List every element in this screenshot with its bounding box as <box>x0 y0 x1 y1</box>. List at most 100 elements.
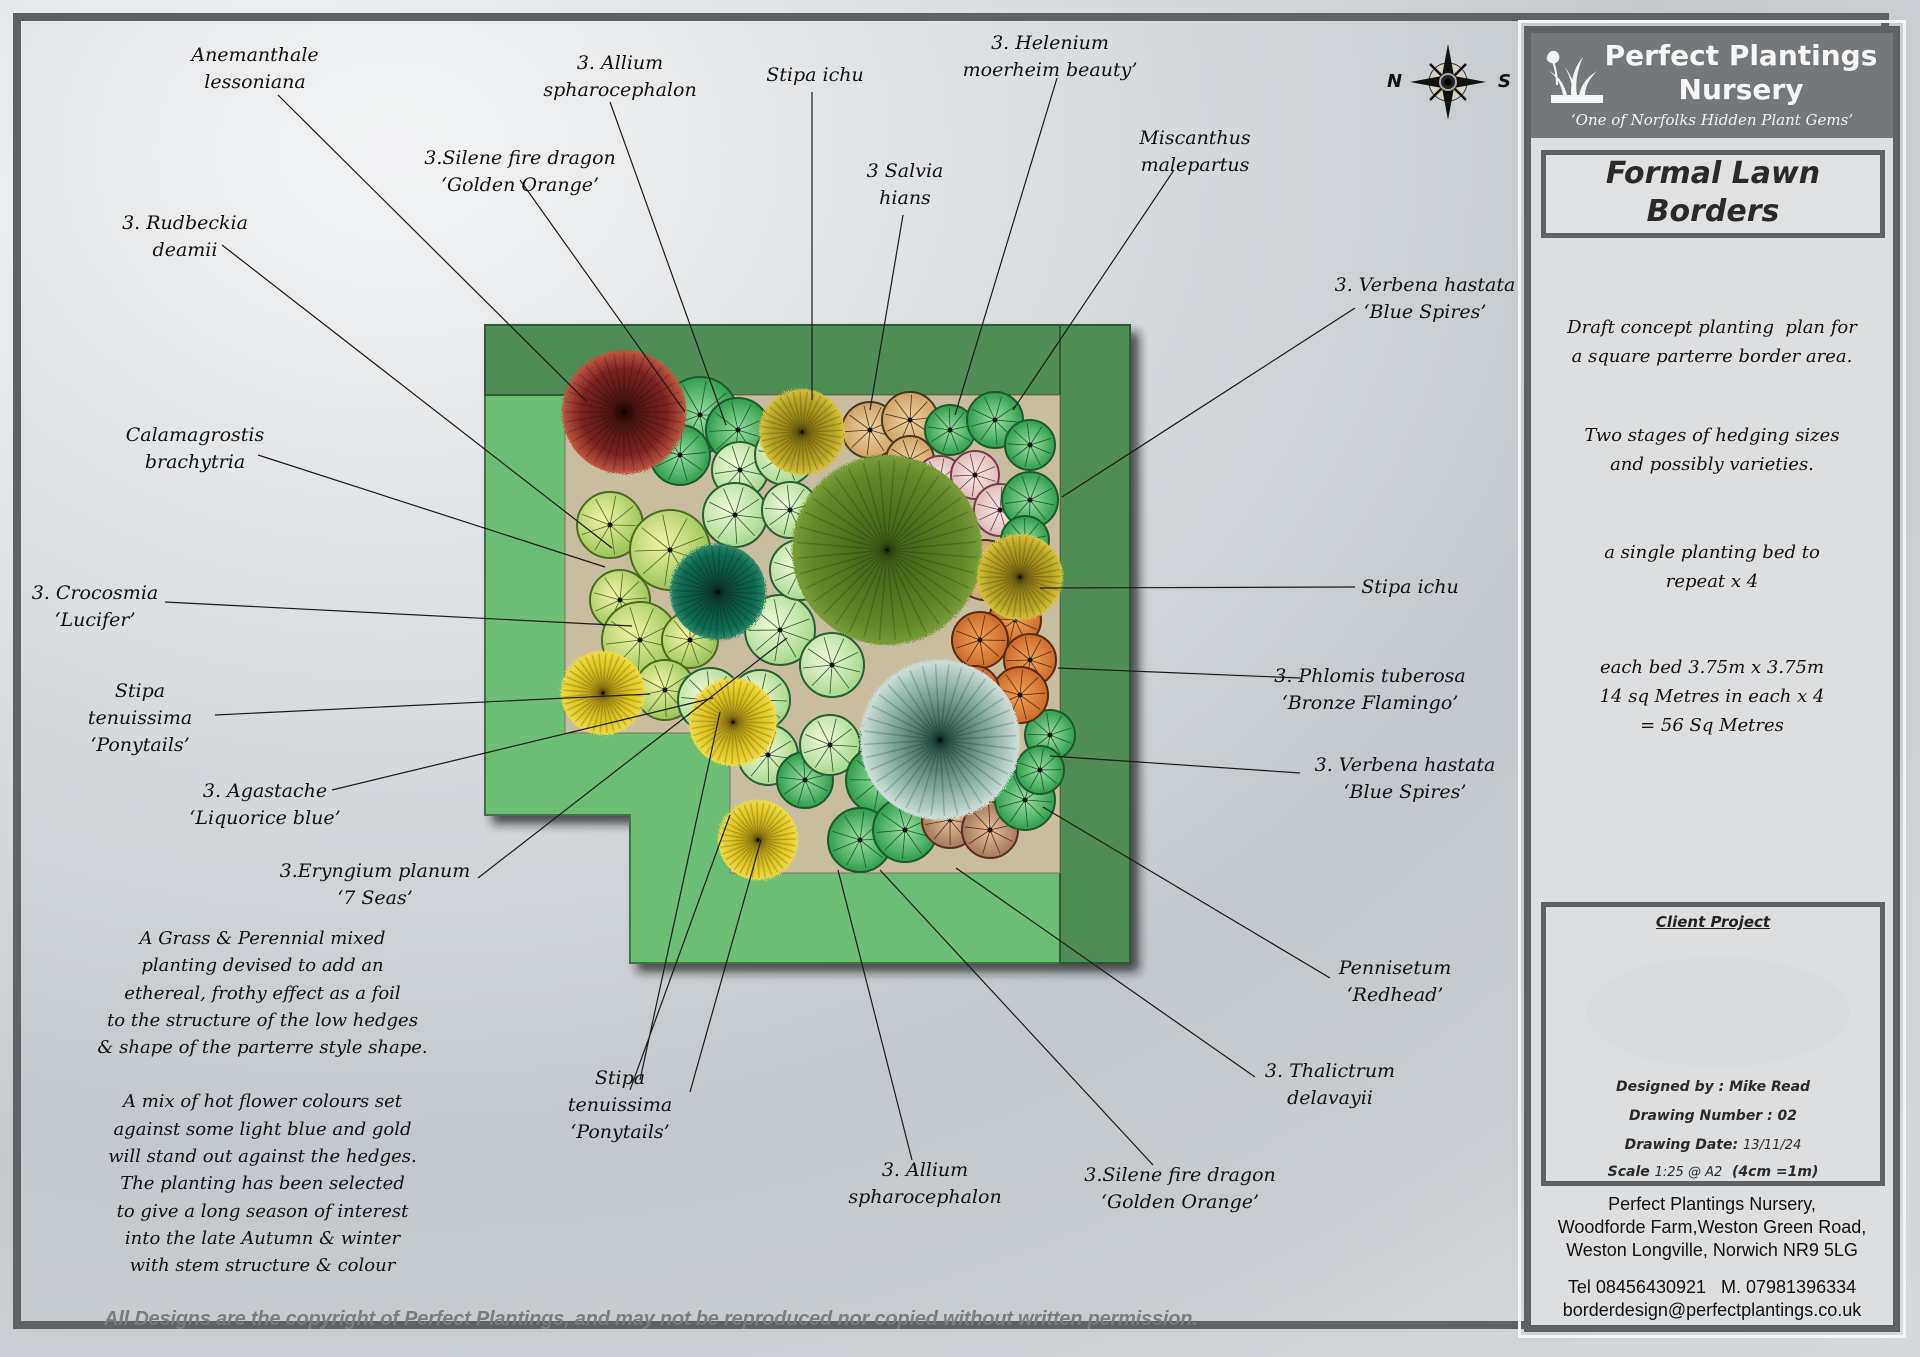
plant-label-line: moerheim beauty’ <box>962 59 1138 81</box>
brand-line-1: Perfect Plantings <box>1604 39 1878 72</box>
plant-label: 3. Verbena hastata‘Blue Spires’ <box>1320 272 1530 326</box>
plant-label-line: brachytria <box>144 451 246 473</box>
drawing-title-line-1: Formal Lawn <box>1605 156 1821 191</box>
plant-label: Stipa ichu <box>735 62 895 89</box>
plant-label-line: tenuissima <box>567 1094 673 1116</box>
plant-label-line: Anemanthale <box>191 44 319 66</box>
address-line-2: Woodforde Farm,Weston Green Road, <box>1557 1217 1867 1237</box>
plant-label-line: 3. Allium <box>881 1159 969 1181</box>
plant-label-line: hians <box>879 187 931 209</box>
scale-note: (4cm =1m) <box>1732 1164 1819 1180</box>
miscanthus-symbol <box>792 455 982 645</box>
description-line: A mix of hot flower colours set <box>122 1091 403 1113</box>
description-line: to give a long season of interest <box>116 1200 409 1222</box>
design-note-line: repeat x 4 <box>1665 571 1759 592</box>
drawing-title-line-2: Borders <box>1646 194 1780 229</box>
leader-line <box>689 839 762 1093</box>
brand-tagline: ‘One of Norfolks Hidden Plant Gems’ <box>1570 111 1854 129</box>
leader-line <box>954 77 1058 416</box>
design-note-line: Two stages of hedging sizes <box>1584 425 1840 446</box>
plant-label: 3.Silene fire dragon‘Golden Orange’ <box>1065 1162 1295 1216</box>
leader-line <box>221 244 613 549</box>
client-project-box: Client Project Designed by : Mike Read D… <box>1541 902 1885 1186</box>
plant-label-line: Stipa ichu <box>1361 576 1459 598</box>
description-line: The planting has been selected <box>120 1173 405 1195</box>
leader-line <box>519 179 686 413</box>
plant-label-line: Stipa <box>114 680 166 702</box>
plant-label-line: 3. Thalictrum <box>1264 1060 1396 1082</box>
stipa-tenuissima-symbol <box>689 678 777 766</box>
perennial-symbol-green <box>1015 745 1065 795</box>
drawing-date-value: 13/11/24 <box>1742 1138 1802 1153</box>
drawing-date-label: Drawing Date: <box>1624 1137 1739 1153</box>
leader-line <box>164 601 633 627</box>
address-line-1: Perfect Plantings Nursery, <box>1608 1194 1816 1214</box>
description-line: A Grass & Perennial mixed <box>139 928 386 949</box>
leader-line <box>331 697 714 791</box>
email-link[interactable]: borderdesign@perfectplantings.co.uk <box>1562 1300 1862 1320</box>
plant-label: 3. Phlomis tuberosa ‘Bronze Flamingo’ <box>1265 663 1475 717</box>
description-line: & shape of the parterre style shape. <box>97 1037 428 1059</box>
compass-rose-icon <box>1410 44 1486 120</box>
perennial-symbol-green <box>1004 419 1056 471</box>
plant-label-line: spharocephalon <box>543 79 697 101</box>
designed-by: Designed by : Mike Read <box>1615 1079 1811 1095</box>
description-line: will stand out against the hedges. <box>108 1146 417 1168</box>
brand-name: Perfect Plantings Nursery <box>1591 39 1891 107</box>
description-line: to the structure of the low hedges <box>107 1009 418 1031</box>
design-note-line: each bed 3.75m x 3.75m <box>1599 657 1825 678</box>
leader-line <box>879 869 1154 1166</box>
drawing-scale: Scale 1:25 @ A2 (4cm =1m) <box>1546 1164 1880 1180</box>
title-panel: Perfect Plantings Nursery ‘One of Norfol… <box>1524 26 1900 1332</box>
leader-line <box>869 214 904 411</box>
plant-label-line: 3. Phlomis tuberosa <box>1274 665 1466 687</box>
stipa-ichu-symbol <box>759 389 845 475</box>
plant-label-line: Miscanthus <box>1139 127 1251 149</box>
plant-label-line: 3.Eryngium planum <box>279 860 471 882</box>
leader-line <box>1061 307 1356 498</box>
plant-label: 3.Eryngium planum‘7 Seas’ <box>255 858 495 912</box>
perennial-symbol-green <box>1001 471 1059 529</box>
compass-south-label: S <box>1498 71 1511 92</box>
perennial-symbol-green <box>924 404 976 456</box>
leader-line <box>955 867 1256 1078</box>
plant-label: 3. Allium spharocephalon <box>515 50 725 104</box>
design-note: each bed 3.75m x 3.75m 14 sq Metres in ea… <box>1531 653 1893 740</box>
tulip-grass-logo-icon <box>1546 50 1603 103</box>
leader-line <box>1057 667 1301 679</box>
drawing-number: Drawing Number : 02 <box>1628 1108 1798 1124</box>
leader-line <box>1049 755 1301 774</box>
leader-line <box>837 869 913 1161</box>
leader-line <box>214 693 651 716</box>
plant-label-line: 3. Allium <box>576 52 664 74</box>
plant-label-line: 3.Silene fire dragon <box>1084 1164 1276 1186</box>
stipa-ichu-symbol <box>977 534 1063 620</box>
plant-label-line: 3. Verbena hastata <box>1314 754 1496 776</box>
drawing-title: Formal Lawn Borders <box>1541 150 1885 238</box>
plant-label: 3. Crocosmia‘Lucifer’ <box>20 580 170 634</box>
compass-north-label: N <box>1387 71 1403 92</box>
eryngium-symbol <box>860 660 1020 820</box>
phone-numbers: Tel 08456430921 M. 07981396334 <box>1567 1277 1857 1297</box>
copyright-notice: All Designs are the copyright of Perfect… <box>104 1308 1198 1330</box>
leader-line <box>477 637 788 879</box>
leader-line <box>1039 586 1356 589</box>
nursery-contact: Perfect Plantings Nursery, Woodforde Far… <box>1531 1193 1893 1322</box>
design-note-line: 14 sq Metres in each x 4 <box>1599 686 1825 707</box>
design-note-line: = 56 Sq Metres <box>1640 715 1784 736</box>
description-line: against some light blue and gold <box>113 1118 412 1140</box>
plant-label-line: tenuissima <box>87 707 193 729</box>
plant-label-line: 3.Silene fire dragon <box>424 147 616 169</box>
plant-label-line: ‘Bronze Flamingo’ <box>1281 692 1459 714</box>
plant-label: 3. Agastache‘Liquorice blue’ <box>170 778 360 832</box>
